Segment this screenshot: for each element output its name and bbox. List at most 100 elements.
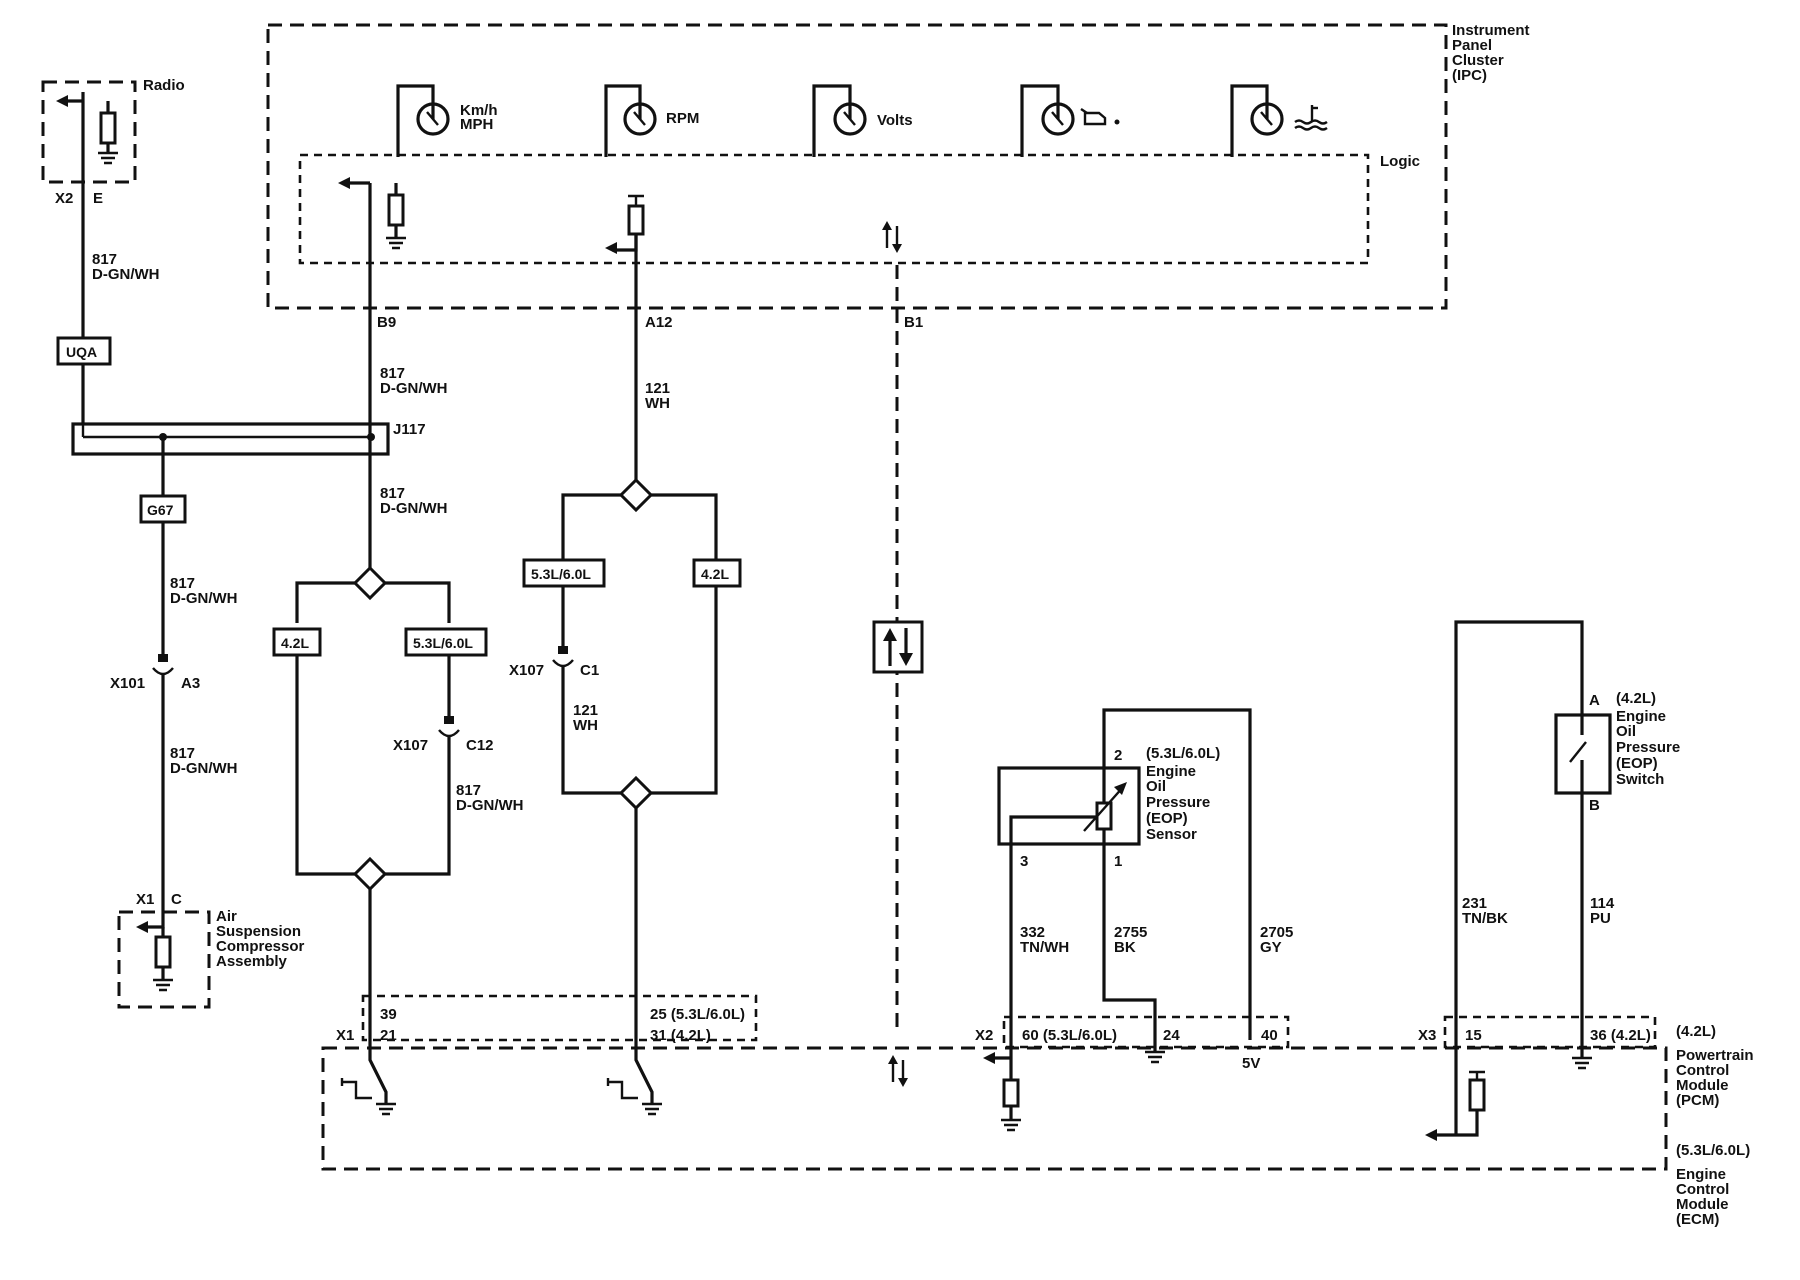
opt-5360-box-a: [404, 627, 488, 657]
eop-switch-pin-b: B: [1589, 797, 1600, 814]
uqa-label: UQA: [66, 344, 97, 360]
radio-connector: X2: [55, 190, 73, 207]
a12-42-path: [651, 586, 718, 795]
w121-a12-label: 121 WH: [645, 380, 674, 412]
w2705-label: 2705 GY: [1260, 924, 1298, 956]
pcm-x1-pin-39: 39: [380, 1006, 397, 1023]
x107-c12-pin: C12: [466, 737, 494, 754]
pcm-title: Powertrain Control Module (PCM): [1676, 1047, 1758, 1109]
x101-pin: A3: [181, 675, 200, 692]
pcm-opt-5360: (5.3L/6.0L): [1676, 1142, 1750, 1159]
g67-box: [139, 494, 187, 524]
uqa-box: [56, 336, 112, 366]
ipc-title: Instrument Panel Cluster (IPC): [1452, 22, 1534, 84]
opt-42-box-a: [272, 627, 322, 657]
ipc-outline: [266, 23, 1448, 310]
pcm-x3-36-ground: [1572, 1056, 1592, 1070]
j117-label: J117: [393, 421, 426, 438]
pcm-x3-label: X3: [1418, 1027, 1436, 1044]
pcm-x1-label: X1: [336, 1027, 354, 1044]
w817-g67-label: 817 D-GN/WH: [170, 575, 238, 607]
w332-label: 332 TN/WH: [1020, 924, 1069, 956]
gauge-icon: [416, 102, 450, 136]
ipc-b1-data-icon: [882, 221, 902, 253]
pcm-x1-pin-21: 21: [380, 1027, 397, 1044]
pcm-b9-driver: [340, 1038, 396, 1116]
w231-label: 231 TN/BK: [1462, 895, 1508, 927]
eop-sensor-title: (5.3L/6.0L) Engine Oil Pressure (EOP) Se…: [1146, 745, 1224, 843]
gauge-icon: [1041, 102, 1075, 136]
pcm-opt-42: (4.2L): [1676, 1023, 1716, 1040]
b9-42-branch: [295, 581, 355, 623]
eop-sensor-pin-3: 3: [1020, 853, 1028, 870]
pcm-x3-pin-15: 15: [1465, 1027, 1482, 1044]
ipc-b9-pullup: [338, 177, 406, 250]
compressor-internal: [136, 897, 173, 992]
b9-42-path: [295, 655, 355, 876]
w817-j117-label: 817 D-GN/WH: [380, 485, 448, 517]
radio-pin: E: [93, 190, 103, 207]
pcm-x1-pin-25: 25 (5.3L/6.0L): [650, 1006, 745, 1023]
ipc-pin-a12: A12: [645, 314, 673, 331]
eop-switch-loop-wire: [1454, 620, 1584, 1135]
b9-option-split: [352, 565, 388, 601]
eop-switch-title: (4.2L) Engine Oil Pressure (EOP) Switch: [1616, 690, 1684, 788]
eop-switch-pin-a: A: [1589, 692, 1600, 709]
a12-option-split: [618, 477, 654, 513]
a12-42-branch: [651, 493, 718, 560]
coolant-temp-icon: [1294, 105, 1328, 131]
pcm-x2-connector-outline: [1002, 1015, 1290, 1049]
serial-data-symbol: [872, 620, 924, 674]
pcm-data-icon: [888, 1055, 908, 1087]
g67-label: G67: [147, 502, 174, 518]
compressor-pin: C: [171, 891, 182, 908]
x101-connector: [152, 654, 174, 676]
compressor-connector: X1: [136, 891, 154, 908]
ipc-pin-b9: B9: [377, 314, 396, 331]
a12-5360-branch: [561, 493, 621, 560]
ipc-pin-b1: B1: [904, 314, 923, 331]
w817-x107-label: 817 D-GN/WH: [456, 782, 524, 814]
opt-5360-label-a: 5.3L/6.0L: [413, 635, 473, 651]
radio-internal: [56, 95, 118, 165]
pcm-x2-pin-40: 40: [1261, 1027, 1278, 1044]
eop-sensor-internal: [1009, 766, 1157, 1058]
pcm-x2-24-ground: [1145, 1050, 1165, 1064]
pcm-x2-pin-24: 24: [1163, 1027, 1180, 1044]
a12-5360-path-lower: [561, 666, 621, 795]
x107-c1-label: X107: [509, 662, 544, 679]
w114-label: 114 PU: [1590, 895, 1618, 927]
w817-x101-label: 817 D-GN/WH: [170, 745, 238, 777]
j117-splice-pack: [71, 422, 390, 456]
ipc-logic-label: Logic: [1380, 153, 1420, 170]
pcm-x2-60-input: [983, 1052, 1021, 1132]
b9-5360-branch: [385, 581, 451, 623]
pcm-x3-15-input: [1425, 1070, 1486, 1141]
a12-option-join: [618, 775, 654, 811]
eop-switch-internal: [1569, 715, 1587, 793]
pcm-x3-pin-36: 36 (4.2L): [1590, 1027, 1651, 1044]
gauge-label: RPM: [666, 110, 699, 127]
eop-sensor-pin-2: 2: [1114, 747, 1122, 764]
pcm-x1-pin-31: 31 (4.2L): [650, 1027, 711, 1044]
gauge-icon: [833, 102, 867, 136]
radio-title: Radio: [143, 77, 185, 94]
x107-c12-label: X107: [393, 737, 428, 754]
gauge-label: Km/h MPH: [460, 102, 502, 133]
ecm-title: Engine Control Module (ECM): [1676, 1166, 1734, 1228]
b9-option-join: [352, 856, 388, 892]
w2755-label: 2755 BK: [1114, 924, 1152, 956]
radio-wire-label: 817 D-GN/WH: [92, 251, 160, 283]
w121-x107-label: 121 WH: [573, 702, 602, 734]
eop-sensor-pin-1: 1: [1114, 853, 1122, 870]
serial-data-icon: [883, 628, 913, 666]
speedometer-gauge: Km/h MPH: [396, 84, 502, 157]
pcm-x1-connector-outline: [361, 994, 758, 1042]
eop-sensor-5v-wire: [1102, 708, 1252, 1040]
voltmeter-gauge: Volts: [812, 84, 913, 157]
ipc-logic-outline: [298, 153, 1370, 265]
pcm-5v-label: 5V: [1242, 1055, 1260, 1072]
oil-can-icon: [1080, 108, 1120, 126]
x107-c12-connector: [438, 716, 460, 738]
